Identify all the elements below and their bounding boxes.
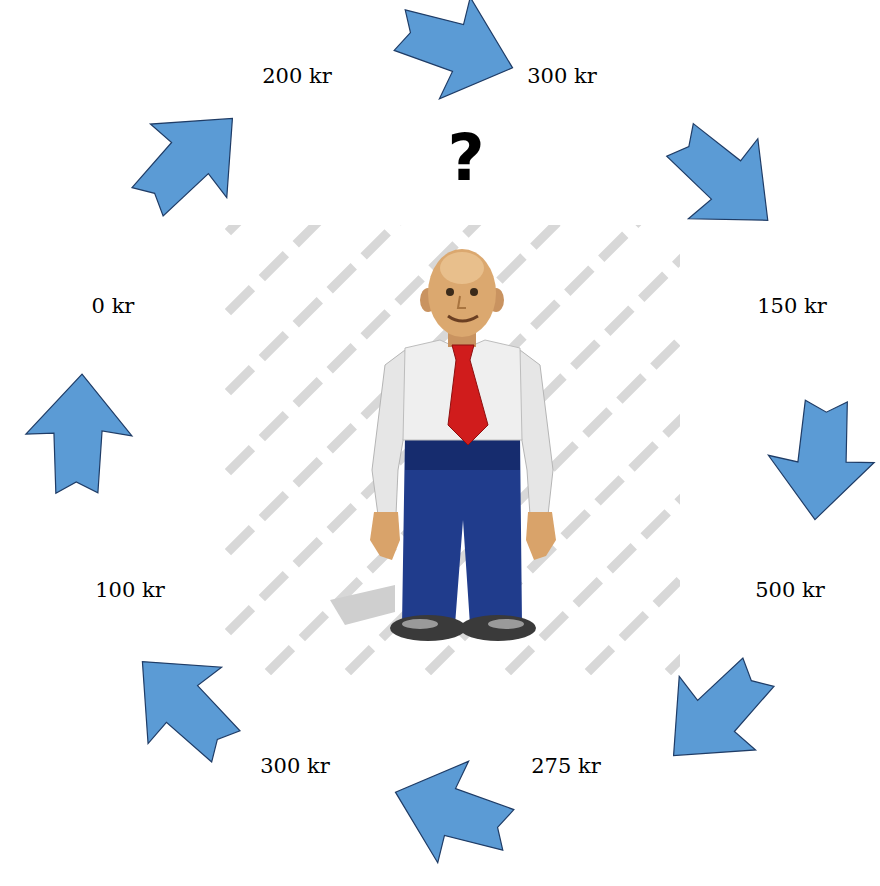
amount-label: 100 kr [95, 578, 165, 602]
amount-label: 0 kr [92, 294, 135, 318]
block-arrow [379, 743, 526, 881]
trousers [402, 435, 522, 625]
block-arrow [109, 80, 269, 240]
block-arrow [104, 625, 264, 785]
tie [448, 345, 488, 445]
nose [458, 296, 466, 308]
amount-label: 300 kr [260, 754, 330, 778]
amount-label: 150 kr [757, 294, 827, 318]
eye [470, 288, 478, 296]
amount-label: 300 kr [527, 64, 597, 88]
hand [526, 512, 556, 560]
block-arrow [382, 0, 529, 117]
eye [446, 288, 454, 296]
watermark-stripes [225, 225, 680, 675]
shoe-shine [488, 619, 524, 629]
block-arrow [763, 396, 879, 525]
shoe [460, 615, 536, 641]
head [428, 249, 496, 337]
amount-label: 275 kr [531, 754, 601, 778]
amount-label: 200 kr [262, 64, 332, 88]
amount-label: 500 kr [755, 578, 825, 602]
block-arrow [637, 634, 797, 794]
block-arrow [644, 100, 804, 259]
man-illustration [160, 160, 740, 740]
block-arrow [24, 372, 134, 496]
head-highlight [440, 252, 484, 284]
shoe-shine [402, 619, 438, 629]
hand [370, 512, 400, 560]
cycle-arrows [24, 0, 879, 881]
question-mark: ? [447, 126, 484, 190]
floor-shadow [330, 585, 395, 625]
mouth [448, 316, 478, 321]
picture-background [225, 225, 680, 675]
shoe [390, 615, 466, 641]
